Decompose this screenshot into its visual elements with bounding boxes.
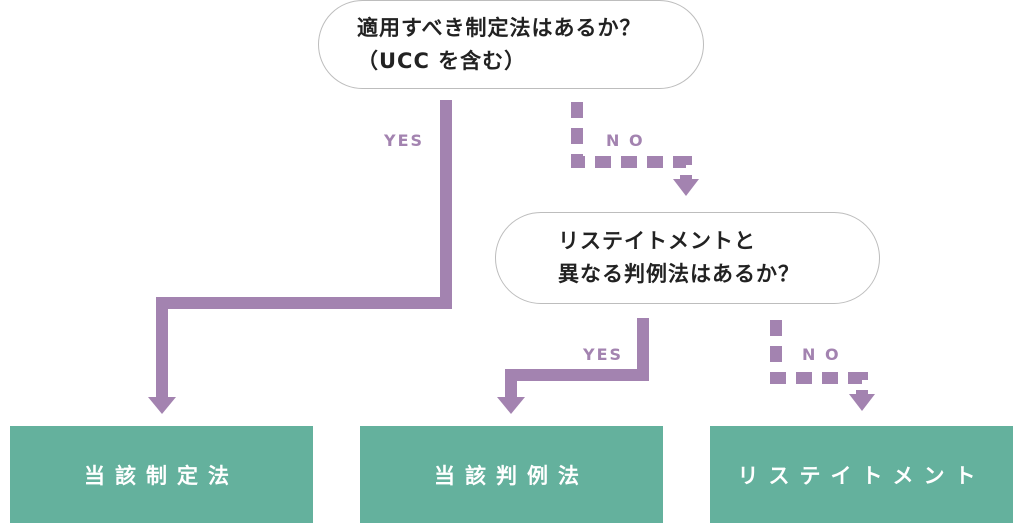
question1-line1: 適用すべき制定法はあるか？ xyxy=(357,15,642,40)
yes-label-2: YES xyxy=(583,345,624,364)
question2-line1: リステイトメントと xyxy=(558,229,756,253)
result-statute: 当該制定法 xyxy=(10,426,313,523)
result-restatement-label: リステイトメント xyxy=(737,463,986,488)
result-case-law-label: 当該判例法 xyxy=(434,463,589,488)
yes-label-1: YES xyxy=(384,131,425,150)
yes-arrowhead-2 xyxy=(497,397,525,414)
no-arrowhead-1 xyxy=(673,179,699,196)
result-restatement: リステイトメント xyxy=(710,426,1013,523)
question-applicable-statute: 適用すべき制定法はあるか？ （UCC を含む） xyxy=(318,0,704,89)
question1-line2: （UCC を含む） xyxy=(357,48,527,73)
yes-arrow-1 xyxy=(156,100,452,398)
yes-arrowhead-1 xyxy=(148,397,176,414)
yes-arrow-2 xyxy=(505,318,649,398)
question-case-law-differs: リステイトメントと 異なる判例法はあるか？ xyxy=(495,212,880,304)
result-case-law: 当該判例法 xyxy=(360,426,663,523)
no-arrowhead-2 xyxy=(849,394,875,411)
no-label-2: N O xyxy=(802,345,841,364)
question2-line2: 異なる判例法はあるか？ xyxy=(558,262,800,286)
no-arrow-1 xyxy=(571,102,692,180)
no-label-1: N O xyxy=(606,131,645,150)
result-statute-label: 当該制定法 xyxy=(84,463,239,488)
no-arrow-2 xyxy=(770,320,868,395)
